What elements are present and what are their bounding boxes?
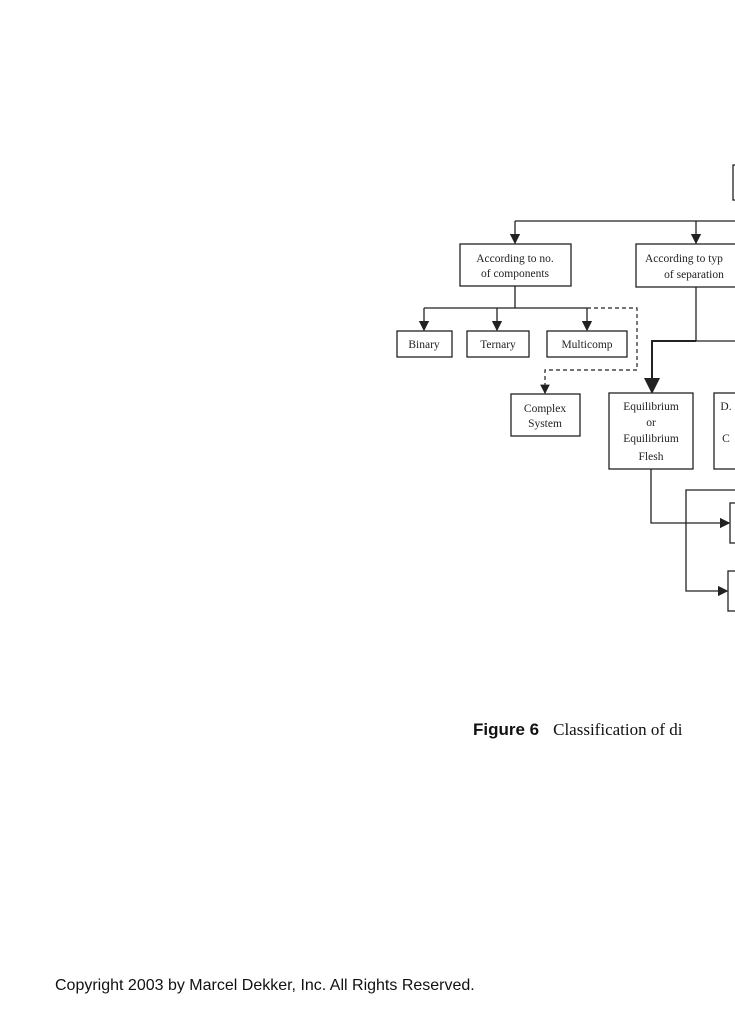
copyright-notice: Copyright 2003 by Marcel Dekker, Inc. Al… bbox=[55, 977, 475, 994]
node-binary: Binary bbox=[396, 330, 453, 358]
figure-label: Figure 6 bbox=[473, 720, 540, 739]
node-by-separation: According to typ of separation bbox=[635, 243, 735, 288]
svg-text:System: System bbox=[528, 418, 562, 430]
root-box bbox=[732, 164, 735, 201]
node-by-components: According to no. of components bbox=[459, 243, 572, 287]
svg-text:D.: D. bbox=[720, 401, 731, 413]
connector bbox=[695, 287, 735, 342]
svg-text:of components: of components bbox=[481, 268, 550, 280]
node-d: D. C bbox=[713, 392, 735, 470]
node-ternary: Ternary bbox=[466, 330, 530, 358]
svg-text:C: C bbox=[722, 433, 730, 445]
svg-text:According to typ: According to typ bbox=[645, 253, 723, 265]
svg-text:Multicomp: Multicomp bbox=[561, 339, 612, 351]
svg-text:Flesh: Flesh bbox=[639, 451, 664, 463]
arrow bbox=[650, 469, 731, 529]
arrow bbox=[685, 489, 735, 597]
svg-text:of separation: of separation bbox=[664, 269, 724, 281]
svg-text:Complex: Complex bbox=[524, 403, 566, 415]
svg-text:Equilibrium: Equilibrium bbox=[623, 433, 679, 445]
svg-text:According to no.: According to no. bbox=[476, 253, 554, 265]
svg-text:Ternary: Ternary bbox=[480, 339, 516, 351]
svg-text:Equilibrium: Equilibrium bbox=[623, 401, 679, 413]
svg-text:Binary: Binary bbox=[408, 339, 440, 351]
node-multicomp: Multicomp bbox=[546, 330, 628, 358]
dashed-connector bbox=[540, 307, 638, 395]
connector bbox=[424, 286, 587, 309]
svg-text:or: or bbox=[646, 417, 656, 429]
figure-caption: Figure 6 Classification of di bbox=[473, 720, 683, 740]
node-equilibrium: Equilibrium or Equilibrium Flesh bbox=[608, 392, 694, 470]
caption-text: Classification of di bbox=[553, 720, 683, 739]
